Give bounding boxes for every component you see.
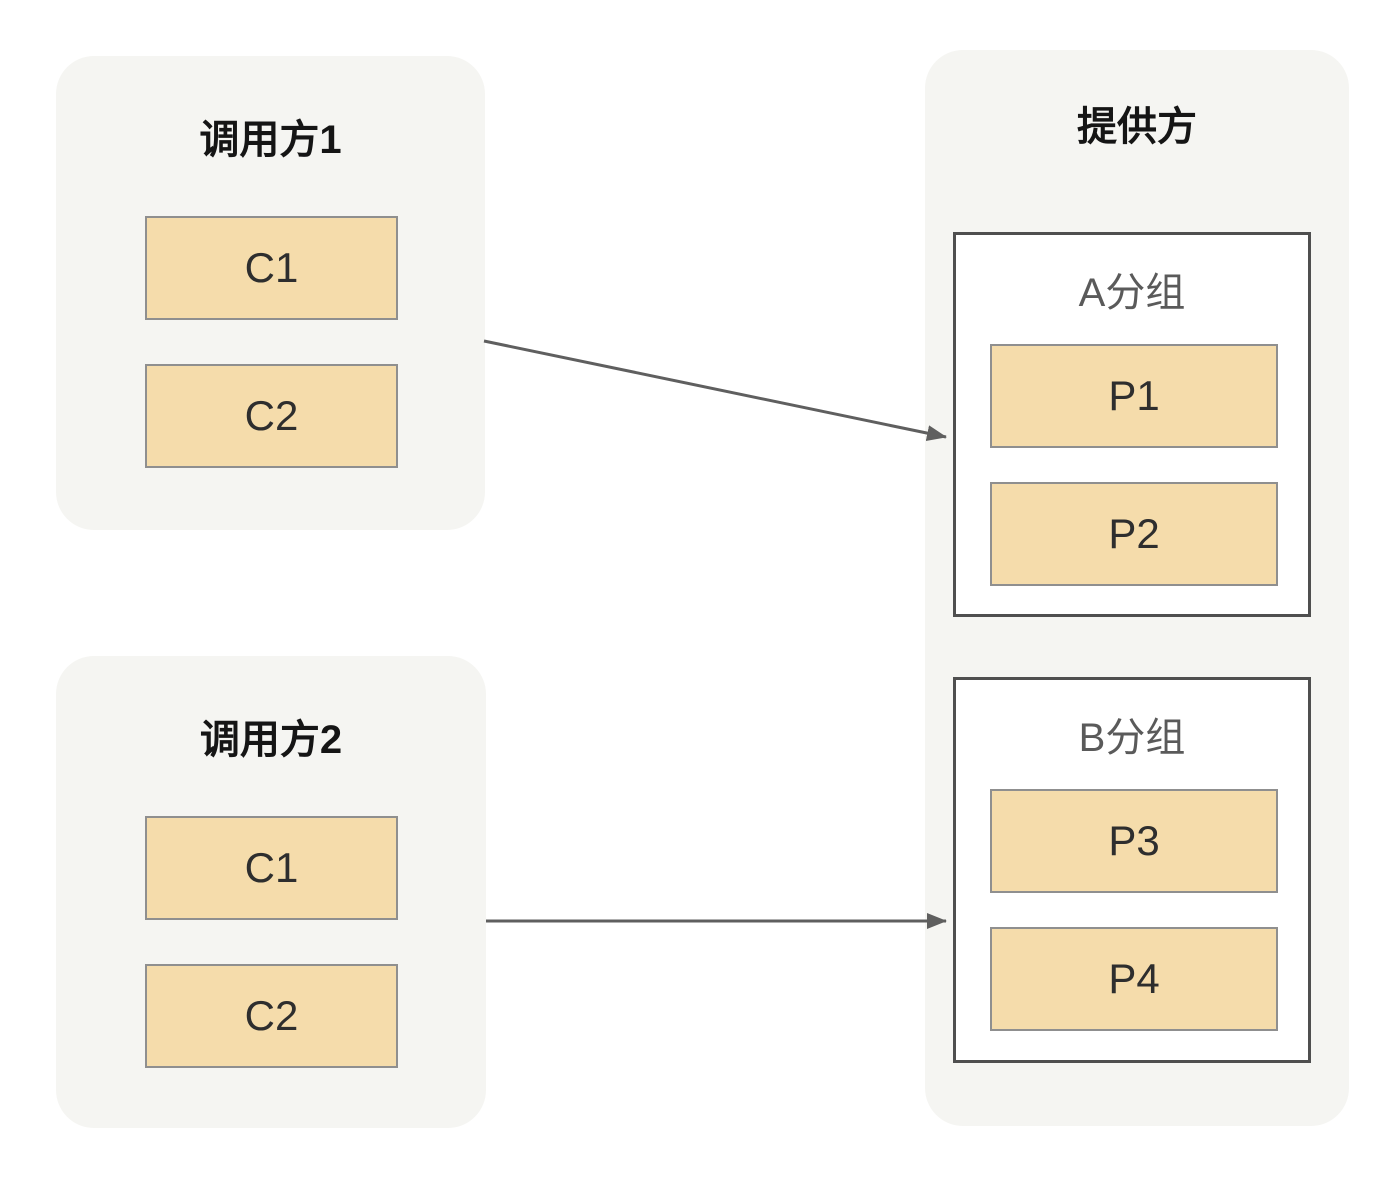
panel-caller-2: 调用方2 C1 C2 [56, 656, 486, 1128]
group-b-box-p3: P3 [990, 789, 1278, 893]
group-a-box-p1: P1 [990, 344, 1278, 448]
group-b-box-p4: P4 [990, 927, 1278, 1031]
arrow-caller1-to-groupA [483, 339, 947, 441]
panel-caller-1: 调用方1 C1 C2 [56, 56, 485, 530]
panel-provider-title: 提供方 [1077, 105, 1197, 149]
panel-caller-1-title: 调用方1 [199, 118, 342, 162]
group-b-title: B分组 [1078, 716, 1186, 760]
caller-2-box-c2: C2 [145, 964, 398, 1068]
caller-2-box-c1: C1 [145, 816, 398, 920]
caller-1-box-c2: C2 [145, 364, 398, 468]
panel-provider: 提供方 A分组 P1 P2 B分组 P3 P4 [925, 50, 1349, 1126]
group-box-a: A分组 P1 P2 [953, 232, 1311, 617]
group-a-title: A分组 [1078, 271, 1186, 315]
caller-1-box-c1: C1 [145, 216, 398, 320]
group-a-box-p2: P2 [990, 482, 1278, 586]
group-box-b: B分组 P3 P4 [953, 677, 1311, 1063]
panel-caller-2-title: 调用方2 [199, 718, 343, 762]
